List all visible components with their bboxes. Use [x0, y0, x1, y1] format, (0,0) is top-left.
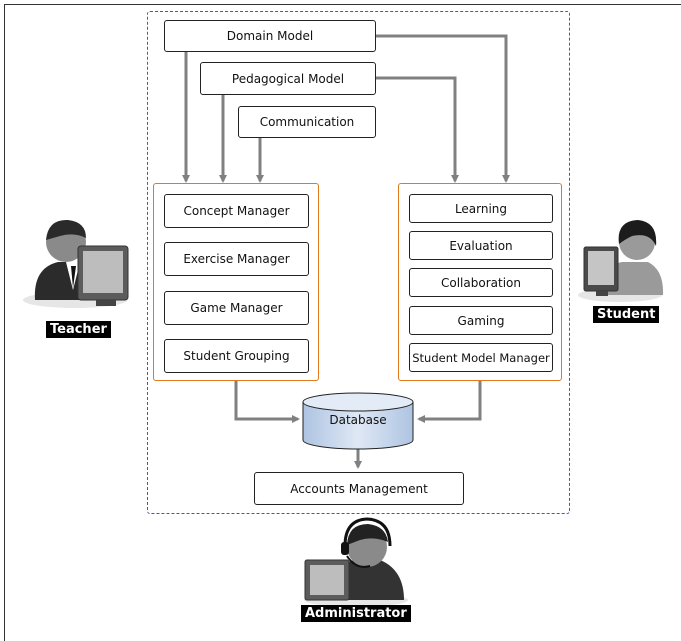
- student-at-computer-icon: [578, 220, 664, 302]
- exercise-manager-box: Exercise Manager: [164, 242, 309, 276]
- accounts-management-box: Accounts Management: [254, 472, 464, 505]
- learning-box: Learning: [409, 194, 553, 223]
- game-manager-box: Game Manager: [164, 291, 309, 325]
- game-manager-label: Game Manager: [190, 301, 283, 315]
- gaming-label: Gaming: [457, 313, 505, 328]
- collaboration-label: Collaboration: [441, 275, 521, 290]
- arrow-student-to-database: [417, 381, 482, 423]
- communication-box: Communication: [238, 106, 376, 138]
- figure-frame: [4, 4, 681, 641]
- pedagogical-model-label: Pedagogical Model: [231, 71, 345, 86]
- teacher-at-computer-icon: [23, 219, 129, 308]
- domain-model-box: Domain Model: [164, 20, 376, 52]
- domain-model-label: Domain Model: [226, 29, 314, 43]
- student-role-label: Student: [593, 306, 660, 323]
- concept-manager-box: Concept Manager: [164, 194, 309, 228]
- learning-label: Learning: [454, 201, 508, 216]
- evaluation-box: Evaluation: [409, 231, 553, 260]
- database-cylinder: [302, 392, 414, 450]
- arrow-pedagogical-to-student: [375, 76, 459, 183]
- pedagogical-model-box: Pedagogical Model: [200, 62, 376, 95]
- student-grouping-label: Student Grouping: [183, 349, 290, 363]
- gaming-box: Gaming: [409, 306, 553, 335]
- administrator-role-label: Administrator: [301, 605, 411, 622]
- exercise-manager-label: Exercise Manager: [183, 252, 290, 266]
- student-module-group: [398, 183, 562, 381]
- teacher-role-label: Teacher: [46, 321, 111, 338]
- system-boundary: [147, 11, 570, 514]
- administrator-headset-icon: [304, 517, 408, 607]
- student-model-manager-label: Student Model Manager: [412, 350, 550, 365]
- database-label: Database: [329, 413, 387, 427]
- communication-label: Communication: [259, 115, 355, 129]
- collaboration-box: Collaboration: [409, 268, 553, 297]
- arrow-teacher-to-database: [234, 381, 300, 423]
- student-grouping-box: Student Grouping: [164, 339, 309, 373]
- concept-manager-label: Concept Manager: [183, 204, 290, 218]
- teacher-module-group: [153, 183, 319, 381]
- evaluation-label: Evaluation: [449, 238, 513, 253]
- student-model-manager-box: Student Model Manager: [409, 343, 553, 372]
- accounts-management-label: Accounts Management: [290, 481, 428, 496]
- arrow-domain-to-student: [375, 34, 510, 183]
